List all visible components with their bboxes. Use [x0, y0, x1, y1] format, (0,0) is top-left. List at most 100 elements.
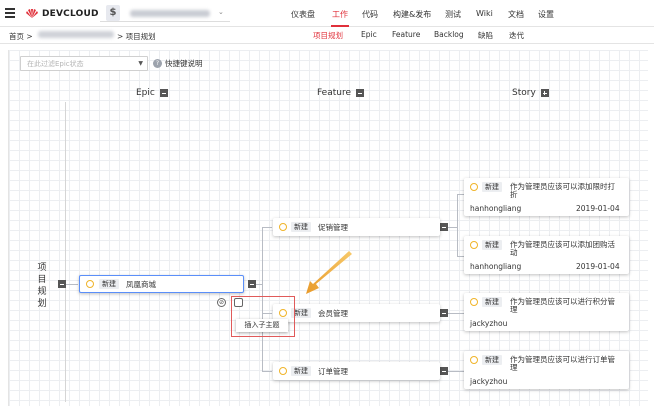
expand-story-icon[interactable]	[540, 89, 549, 97]
column-story-title: Story	[512, 88, 536, 98]
collapse-lane-icon[interactable]	[58, 280, 66, 288]
story-title-cont: 折	[510, 190, 518, 199]
connector	[66, 284, 78, 285]
swimlane-label: 项 目 规 划	[37, 262, 47, 310]
status-badge: 新建	[482, 240, 502, 250]
huawei-logo-icon	[26, 9, 38, 18]
feature-title: 会员管理	[318, 309, 348, 318]
story-title-cont: 理	[510, 363, 518, 372]
connector	[457, 256, 464, 257]
story-card[interactable]: 新建 作为管理员应该可以添加团购活 动 hanhongliang 2019-01…	[464, 236, 629, 274]
collapse-epic-node-icon[interactable]	[248, 280, 256, 288]
feature-card[interactable]: 新建 订单管理	[273, 362, 440, 380]
nav-docs[interactable]: 文档	[508, 10, 524, 19]
tab-epic[interactable]: Epic	[361, 30, 377, 39]
column-feature-header: Feature	[317, 88, 365, 98]
story-card[interactable]: 新建 作为管理员应该可以进行订单管 理 jackyzhou	[464, 351, 629, 389]
nav-dashboard[interactable]: 仪表盘	[291, 10, 315, 19]
story-card[interactable]: 新建 作为管理员应该可以进行积分管 理 jackyzhou	[464, 293, 629, 331]
swimlane-char: 项	[37, 263, 47, 273]
project-selector[interactable]: $ ⌄	[100, 5, 230, 22]
story-card[interactable]: 新建 作为管理员应该可以添加限时打 折 hanhongliang 2019-01…	[464, 178, 629, 216]
connector	[262, 313, 272, 314]
feature-title: 促销管理	[318, 223, 348, 232]
epic-status-filter[interactable]: 在此过滤Epic状态 ▼	[20, 56, 148, 71]
tab-backlog[interactable]: Backlog	[434, 30, 464, 39]
story-date: 2019-01-04	[576, 262, 620, 271]
column-story-header: Story	[512, 88, 549, 98]
mindmap-canvas[interactable]	[8, 50, 648, 406]
hotkey-help[interactable]: ? 快捷键说明	[153, 58, 203, 69]
story-title: 作为管理员应该可以添加团购活	[510, 240, 615, 249]
tab-feature[interactable]: Feature	[392, 30, 421, 39]
connector	[447, 371, 464, 372]
connector	[447, 313, 464, 314]
status-circle-icon	[470, 356, 478, 364]
chevron-down-icon: ⌄	[218, 8, 224, 16]
collapse-epic-icon[interactable]	[159, 89, 168, 97]
menu-icon[interactable]	[5, 8, 15, 18]
breadcrumb-bar: 首页 > > 项目规划	[0, 27, 654, 44]
story-owner: jackyzhou	[470, 377, 508, 386]
project-name-redacted	[130, 10, 210, 17]
annotation-arrow-icon	[306, 251, 352, 294]
column-epic-title: Epic	[136, 88, 155, 98]
tab-defects[interactable]: 缺陷	[478, 31, 493, 40]
status-circle-icon	[470, 241, 478, 249]
nav-settings[interactable]: 设置	[538, 10, 554, 19]
nav-work[interactable]: 工作	[332, 10, 348, 19]
status-circle-icon	[279, 309, 287, 317]
status-badge: 新建	[291, 366, 311, 376]
connector	[447, 227, 457, 228]
story-title-cont: 理	[510, 305, 518, 314]
collapse-feature-node-icon[interactable]	[440, 223, 448, 231]
collapse-feature-icon[interactable]	[356, 89, 365, 97]
story-owner: jackyzhou	[470, 319, 508, 328]
epic-title: 凤凰商城	[126, 280, 156, 289]
swimlane-divider	[65, 102, 66, 402]
column-feature-title: Feature	[317, 88, 352, 98]
feature-title: 订单管理	[318, 367, 348, 376]
help-icon: ?	[153, 59, 162, 68]
breadcrumb-home[interactable]: 首页 >	[9, 32, 33, 41]
status-badge: 新建	[482, 297, 502, 307]
story-owner: hanhongliang	[470, 262, 522, 271]
delete-icon[interactable]: ⊘	[217, 298, 226, 307]
hotkey-help-label: 快捷键说明	[165, 59, 203, 68]
brand-name: DEVCLOUD	[42, 8, 99, 19]
story-date: 2019-01-04	[576, 204, 620, 213]
nav-test[interactable]: 测试	[445, 10, 461, 19]
feature-card[interactable]: 新建 促销管理	[273, 218, 440, 236]
tab-iterations[interactable]: 迭代	[509, 31, 524, 40]
breadcrumb-project-redacted	[38, 31, 114, 38]
caret-down-icon: ▼	[138, 60, 143, 67]
insert-child-topic-tooltip[interactable]: 插入子主题	[236, 319, 288, 332]
collapse-feature-node-icon[interactable]	[440, 309, 448, 317]
nav-build-release[interactable]: 构建&发布	[393, 10, 432, 19]
story-title: 作为管理员应该可以进行订单管	[510, 355, 615, 364]
column-epic-header: Epic	[136, 88, 168, 98]
top-navigation-bar: DEVCLOUD $ ⌄ 仪表盘 工作 代码 构建&发布 测试 Wiki 文档 …	[0, 0, 654, 27]
connector	[262, 227, 272, 228]
connector	[457, 194, 458, 256]
breadcrumb-current: > 项目规划	[117, 32, 156, 41]
story-title: 作为管理员应该可以进行积分管	[510, 297, 615, 306]
status-circle-icon	[86, 280, 94, 288]
swimlane-char: 划	[37, 299, 47, 309]
project-icon: $	[106, 5, 120, 21]
feature-card[interactable]: 新建 会员管理	[273, 304, 440, 322]
status-circle-icon	[470, 298, 478, 306]
nav-code[interactable]: 代码	[362, 10, 378, 19]
collapse-feature-node-icon[interactable]	[440, 367, 448, 375]
status-circle-icon	[279, 367, 287, 375]
add-child-icon[interactable]	[234, 298, 243, 307]
devcloud-logo[interactable]: DEVCLOUD	[25, 8, 99, 19]
connector	[457, 194, 464, 195]
swimlane-char: 目	[37, 275, 47, 285]
epic-card[interactable]: 新建 凤凰商城	[79, 275, 244, 293]
nav-wiki[interactable]: Wiki	[476, 9, 493, 18]
tab-project-planning[interactable]: 项目规划	[313, 31, 343, 40]
annotation-highlight-box	[231, 296, 295, 337]
status-badge: 新建	[99, 279, 119, 289]
story-title: 作为管理员应该可以添加限时打	[510, 182, 615, 191]
